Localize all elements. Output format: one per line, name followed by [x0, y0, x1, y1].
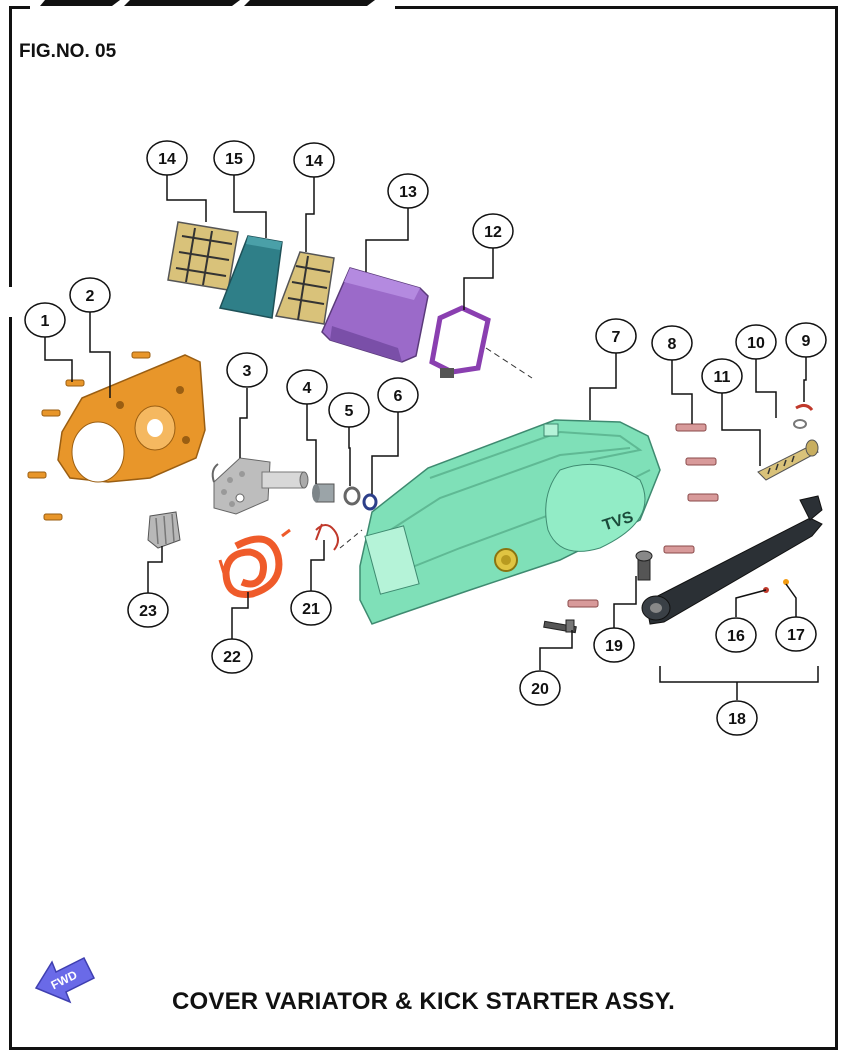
- bolt-long: [543, 619, 577, 634]
- kick-starter-housing-orange: [57, 354, 206, 483]
- svg-text:6: 6: [394, 388, 403, 405]
- bolt-set-right: [567, 423, 719, 608]
- svg-text:16: 16: [727, 628, 745, 645]
- callout-2: 2: [69, 277, 111, 313]
- svg-text:12: 12: [484, 224, 502, 241]
- svg-text:23: 23: [139, 603, 157, 620]
- callout-13: 13: [387, 173, 429, 209]
- air-filter-mesh-left: [167, 221, 239, 291]
- svg-text:10: 10: [747, 335, 765, 352]
- callout-17: 17: [775, 616, 817, 652]
- svg-text:19: 19: [605, 638, 623, 655]
- svg-text:22: 22: [223, 649, 241, 666]
- svg-text:1: 1: [41, 313, 50, 330]
- callout-18: 18: [716, 700, 758, 736]
- callout-22: 22: [211, 638, 253, 674]
- callout-3: 3: [226, 352, 268, 388]
- svg-text:18: 18: [728, 711, 746, 728]
- air-filter-mesh-right: [274, 251, 335, 325]
- kick-lever-assembly: [641, 495, 823, 625]
- filter-cover-purple: [321, 267, 429, 363]
- diagram-caption: COVER VARIATOR & KICK STARTER ASSY.: [171, 988, 676, 1015]
- callout-12: 12: [472, 213, 514, 249]
- svg-text:2: 2: [86, 288, 95, 305]
- clip-spring-small: [315, 523, 339, 551]
- callout-10: 10: [735, 324, 777, 360]
- callout-4: 4: [286, 369, 328, 405]
- callout-7: 7: [595, 318, 637, 354]
- svg-text:20: 20: [531, 681, 549, 698]
- svg-text:5: 5: [345, 403, 354, 420]
- pin-bolt: [635, 550, 653, 581]
- leader-lines: [44, 175, 819, 700]
- washer: [343, 486, 361, 506]
- svg-text:8: 8: [668, 336, 677, 353]
- svg-text:3: 3: [243, 363, 252, 380]
- circlip: [795, 403, 814, 411]
- callout-23: 23: [127, 592, 169, 628]
- svg-text:14: 14: [158, 151, 176, 168]
- kick-spindle: [757, 439, 819, 481]
- fwd-arrow-icon: FWD: [34, 956, 96, 1004]
- callout-16: 16: [715, 617, 757, 653]
- svg-text:7: 7: [612, 329, 621, 346]
- callout-21: 21: [290, 590, 332, 626]
- callout-9: 9: [785, 322, 827, 358]
- callout-11: 11: [701, 358, 743, 394]
- callout-20: 20: [519, 670, 561, 706]
- svg-text:17: 17: [787, 627, 805, 644]
- callout-15: 15: [213, 140, 255, 176]
- svg-text:9: 9: [802, 333, 811, 350]
- callout-14a: 14: [146, 140, 188, 176]
- svg-text:14: 14: [305, 153, 323, 170]
- o-ring: [362, 493, 378, 511]
- pinion-gear: [147, 511, 181, 549]
- page-border: [9, 6, 838, 1050]
- svg-text:4: 4: [303, 380, 312, 397]
- return-spring: [218, 528, 291, 599]
- svg-text:21: 21: [302, 601, 320, 618]
- callout-19: 19: [593, 627, 635, 663]
- callout-1: 1: [24, 302, 66, 338]
- svg-text:13: 13: [399, 184, 417, 201]
- header-logo-fragment: [40, 0, 375, 6]
- svg-text:11: 11: [714, 369, 731, 386]
- callout-5: 5: [328, 392, 370, 428]
- kick-starter-gear-shaft: [211, 457, 309, 515]
- bolt-set-left: [27, 351, 151, 521]
- callout-8: 8: [651, 325, 693, 361]
- gasket-seal-ring: [429, 305, 533, 379]
- callout-6: 6: [377, 377, 419, 413]
- svg-text:15: 15: [225, 151, 243, 168]
- air-filter-element: [218, 235, 283, 319]
- callout-14b: 14: [293, 142, 335, 178]
- washer-small: [793, 419, 807, 429]
- variator-cover-green: TVS: [339, 419, 661, 625]
- border-gap: [0, 287, 14, 317]
- bush-sleeve: [312, 483, 335, 503]
- figure-number: FIG.NO. 05: [19, 41, 117, 62]
